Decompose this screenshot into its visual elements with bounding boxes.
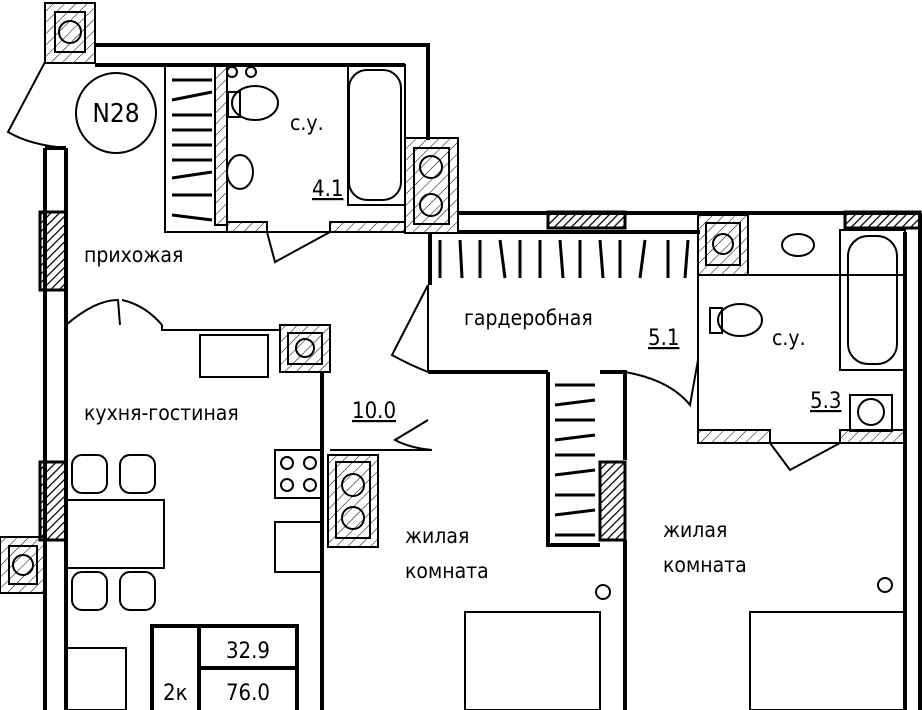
- wardrobe-label: гардеробная: [464, 306, 593, 330]
- kitchen-label: кухня-гостиная: [84, 401, 239, 425]
- kitchen-area: 10.0: [352, 399, 396, 424]
- doors: [6, 61, 841, 472]
- apartment-number: N28: [92, 99, 139, 129]
- bedroom1-label-line1: жилая: [405, 524, 469, 548]
- wardrobe-area: 5.1: [648, 326, 679, 351]
- room-count: 2к: [163, 681, 188, 706]
- hallway-label: прихожая: [84, 243, 183, 267]
- bedroom2-label-line1: жилая: [663, 518, 727, 542]
- bathroom1-area: 4.1: [312, 177, 343, 202]
- shafts: [0, 2, 749, 594]
- bathroom2-label: с.у.: [772, 326, 806, 350]
- windows: [38, 210, 922, 542]
- fixtures: [65, 66, 906, 710]
- living-area: 32.9: [226, 639, 270, 664]
- area-summary-table: 2к 32.9 76.0: [150, 624, 299, 710]
- bathroom2-area: 5.3: [810, 389, 841, 414]
- wardrobe-shelving: [171, 78, 690, 537]
- bedroom2-label-line2: комната: [663, 553, 747, 577]
- bathroom1-label: с.у.: [290, 111, 324, 135]
- apartment-number-badge: [75, 72, 157, 154]
- bedroom1-label-line2: комната: [405, 559, 489, 583]
- total-area: 76.0: [226, 681, 270, 706]
